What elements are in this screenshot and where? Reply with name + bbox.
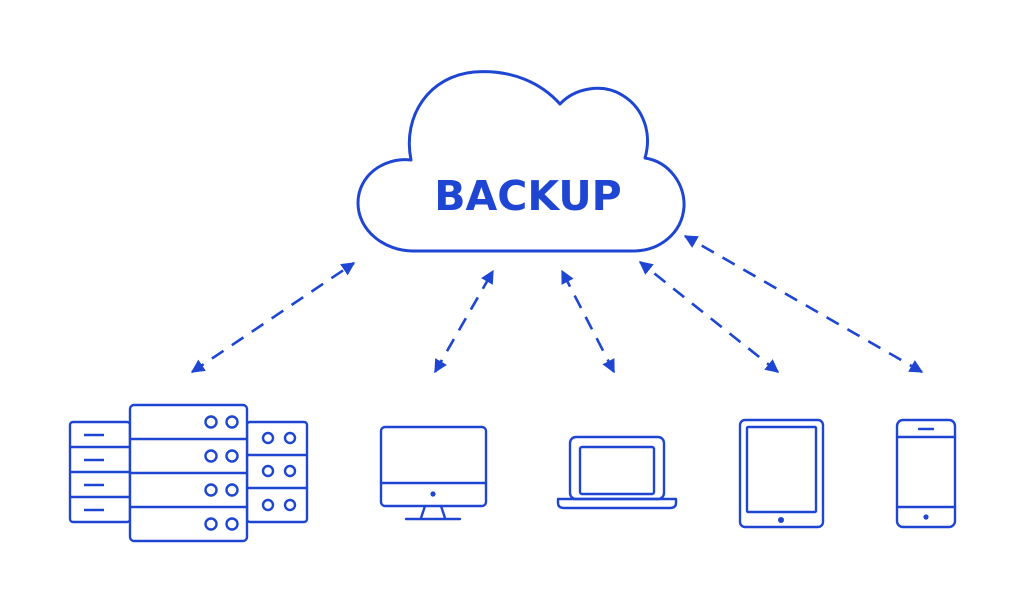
desktop-monitor-icon: [379, 425, 488, 521]
tablet-icon: [738, 418, 825, 529]
backup-cloud: BACKUP: [356, 70, 686, 253]
connection-laptop: [560, 269, 616, 374]
server-rack-icon: [68, 403, 309, 543]
cloud-icon: [356, 70, 686, 253]
connection-desktop-monitor: [433, 269, 495, 374]
connection-tablet: [638, 260, 780, 374]
connection-server-rack: [190, 261, 356, 374]
connections: [190, 234, 924, 374]
cloud-label: BACKUP: [434, 172, 621, 220]
laptop-icon: [556, 435, 678, 510]
smartphone-icon: [895, 418, 957, 529]
connection-smartphone: [683, 234, 924, 374]
